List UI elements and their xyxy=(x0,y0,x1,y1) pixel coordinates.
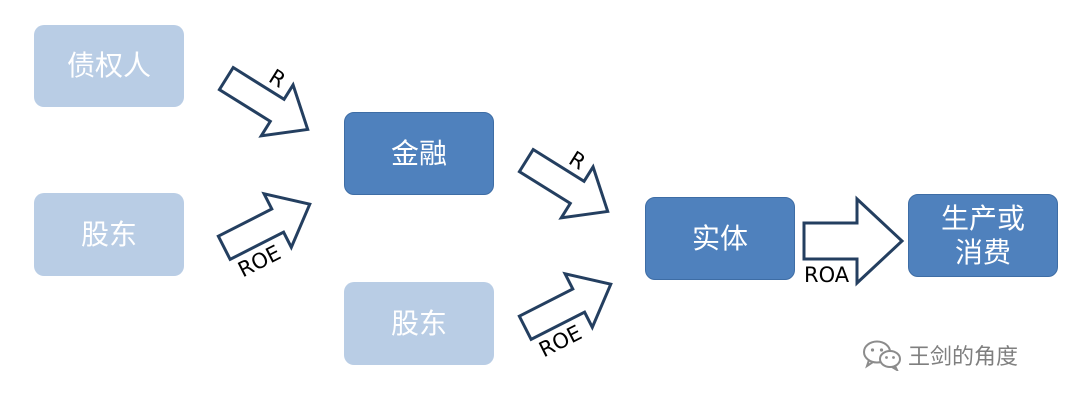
node-finance-label: 金融 xyxy=(390,136,447,170)
node-shareholder-top: 股东 xyxy=(34,193,184,276)
node-creditor-label: 债权人 xyxy=(66,49,151,82)
arrow-shareholder-to-real: ROE xyxy=(517,271,613,362)
arrow-real-to-production: ROA xyxy=(802,195,905,287)
arrow-shareholder-to-finance: ROE xyxy=(216,191,312,282)
watermark-text: 王剑的角度 xyxy=(908,345,1019,370)
arrow-creditor-to-finance: R xyxy=(217,65,310,138)
watermark: 王剑的角度 xyxy=(862,338,1018,372)
node-shareholder-bottom: 股东 xyxy=(344,282,494,365)
node-shareholder-top-label: 股东 xyxy=(80,217,137,251)
arrow-finance-to-real: R xyxy=(517,147,610,220)
node-creditor: 债权人 xyxy=(34,25,184,107)
node-finance: 金融 xyxy=(344,112,494,195)
node-real-economy-label: 实体 xyxy=(691,221,748,255)
node-production-consumption-label: 生产或 消费 xyxy=(940,201,1025,269)
node-production-consumption: 生产或 消费 xyxy=(908,194,1058,277)
wechat-icon xyxy=(863,340,901,371)
node-real-economy: 实体 xyxy=(645,197,795,280)
arrow-label-real-to-production: ROA xyxy=(804,263,850,287)
node-shareholder-bottom-label: 股东 xyxy=(390,306,447,340)
